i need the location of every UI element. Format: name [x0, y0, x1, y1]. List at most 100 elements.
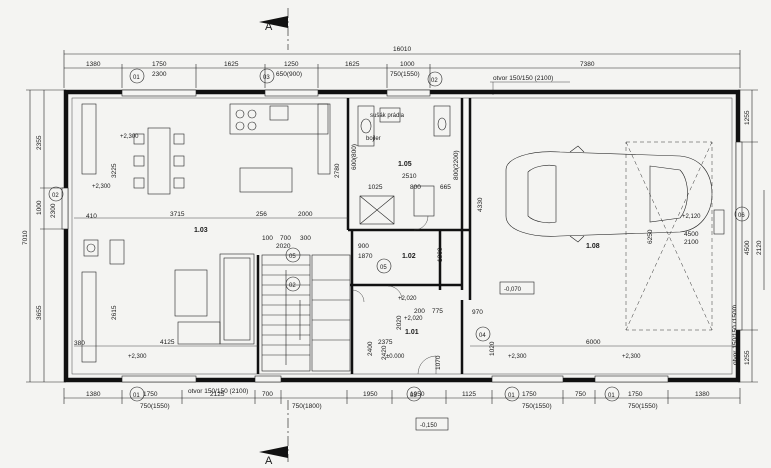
- tag-7: 01: [508, 393, 515, 399]
- bottom-dim-11: 1380: [695, 391, 710, 398]
- tag-2: 02: [52, 193, 59, 199]
- bottom-subdim-1: 750(1550): [140, 403, 170, 410]
- room-105: 1.05: [398, 161, 412, 168]
- inner-dim-2615: 2615: [111, 305, 118, 320]
- windows: [61, 89, 743, 383]
- inner-dim-6000: 6000: [586, 339, 601, 346]
- top-dimensions: 16010 1380 1750 1625 1250 1625 1000 7380…: [63, 46, 741, 95]
- inner-dim-2780: 2780: [334, 163, 341, 178]
- inner-dim-100: 100: [262, 235, 273, 242]
- inner-dim-800: 800: [410, 184, 421, 191]
- bottom-dim-5: 1950: [363, 391, 378, 398]
- level-10: -0,150: [420, 423, 438, 429]
- top-subdim-1: 2300: [152, 71, 167, 78]
- bottom-dim-6: 1050: [410, 391, 425, 398]
- inner-dim-256: 256: [256, 211, 267, 218]
- level-5: +2,300: [622, 354, 641, 360]
- top-subdim-2: 650(900): [276, 71, 302, 78]
- level-9: -0,070: [504, 287, 522, 293]
- level-2: +2,300: [92, 184, 111, 190]
- section-line-a: A A: [259, 8, 289, 467]
- level-6: ±0.000: [386, 354, 405, 360]
- living-furniture: [81, 103, 255, 363]
- inner-dim-3715: 3715: [170, 211, 185, 218]
- tag-11: 05: [380, 265, 387, 271]
- opening-right-garage: otvor 150/150 (1500): [732, 305, 739, 365]
- tag-4: 02: [431, 78, 438, 84]
- left-subdim-1: 7010: [22, 230, 29, 245]
- room-106-label-b: sušák prádla: [370, 113, 405, 119]
- inner-dim-2510: 2510: [402, 173, 417, 180]
- inner-dim-4330: 4330: [477, 197, 484, 212]
- inner-dim-800-2200: 800(2200): [453, 150, 460, 180]
- tag-5: 01: [133, 393, 140, 399]
- right-dimensions: 1255 4500 1255 2120 otvor 150/150 (1500): [732, 89, 765, 383]
- top-dim-6: 1000: [400, 61, 415, 68]
- inner-dim-2020-b: 2020: [396, 315, 403, 330]
- right-dim-3: 1255: [744, 350, 751, 365]
- inner-dim-410: 410: [86, 213, 97, 220]
- inner-dim-900: 900: [358, 243, 369, 250]
- inner-dim-300: 300: [300, 235, 311, 242]
- element-tags: [48, 68, 750, 402]
- bottom-dim-4: 700: [262, 391, 273, 398]
- level-4: +2,300: [508, 354, 527, 360]
- tag-10: 05: [289, 254, 296, 260]
- inner-dim-6250: 6250: [647, 229, 654, 244]
- inner-dim-1020: 1020: [489, 341, 496, 356]
- inner-dim-2420: 2420: [381, 345, 388, 360]
- level-3: +2,300: [128, 354, 147, 360]
- right-subdim-1: 2120: [756, 240, 763, 255]
- inner-dim-3225: 3225: [111, 163, 118, 178]
- inner-dim-1070: 1070: [435, 355, 442, 370]
- left-subdim-2: 2300: [50, 203, 57, 218]
- opening-bottom-left: otvor 150/150 (2100): [188, 388, 248, 395]
- stairs: [261, 254, 351, 372]
- inner-dim-970: 970: [472, 309, 483, 316]
- tag-9: 02: [289, 283, 296, 289]
- dining-table: [133, 127, 185, 195]
- left-dim-1: 2355: [36, 135, 43, 150]
- bottom-subdim-4: 750(1550): [628, 403, 658, 410]
- inner-dim-4500: 4500: [684, 231, 699, 238]
- top-dim-3: 1625: [224, 61, 239, 68]
- section-label-top: A: [265, 21, 273, 33]
- tag-13: 06: [738, 213, 745, 219]
- level-7: +2,020: [398, 296, 417, 302]
- bottom-dim-9: 750: [575, 391, 586, 398]
- room-103: 1.03: [194, 227, 208, 234]
- garage-door: [625, 141, 725, 331]
- room-labels: 1.05 1.01 1.02 1.03 1.08 bojler sušák pr…: [194, 113, 600, 336]
- right-dim-2: 4500: [744, 240, 751, 255]
- inner-dim-1870: 1870: [358, 253, 373, 260]
- top-dim-1: 1380: [86, 61, 101, 68]
- inner-dim-2020: 2020: [276, 243, 291, 250]
- bottom-dim-3: 2125: [210, 391, 225, 398]
- inner-dim-1025: 1025: [368, 184, 383, 191]
- level-8: +2,020: [404, 316, 423, 322]
- tag-8: 01: [608, 393, 615, 399]
- exterior-walls: [63, 89, 741, 383]
- right-dim-1: 1255: [744, 110, 751, 125]
- tag-1: 01: [133, 75, 140, 81]
- bottom-subdim-2: 750(1800): [292, 403, 322, 410]
- left-dim-2: 1000: [36, 200, 43, 215]
- interior-walls: [256, 98, 472, 374]
- level-11: +2,120: [682, 214, 701, 220]
- inner-dim-775: 775: [432, 308, 443, 315]
- top-dim-7: 7380: [580, 61, 595, 68]
- bottom-dimensions: 1380 1750 2125 700 1950 1050 1125 1750 7…: [63, 388, 741, 410]
- room-101: 1.01: [405, 329, 419, 336]
- inner-dim-2375: 2375: [378, 339, 393, 346]
- bottom-dim-2: 1750: [143, 391, 158, 398]
- level-1: +2,300: [120, 134, 139, 140]
- inner-dim-4125: 4125: [160, 339, 175, 346]
- section-label-bottom: A: [265, 455, 273, 467]
- left-dimensions: 2355 1000 3655 7010 2300: [22, 89, 66, 383]
- inner-dim-2100: 2100: [684, 239, 699, 246]
- room-102: 1.02: [402, 253, 416, 260]
- inner-dimensions: 3715 256 2000 2510 1025 800 665 4125 237…: [74, 144, 736, 370]
- top-dim-2: 1750: [152, 61, 167, 68]
- overall-width: 16010: [393, 46, 411, 53]
